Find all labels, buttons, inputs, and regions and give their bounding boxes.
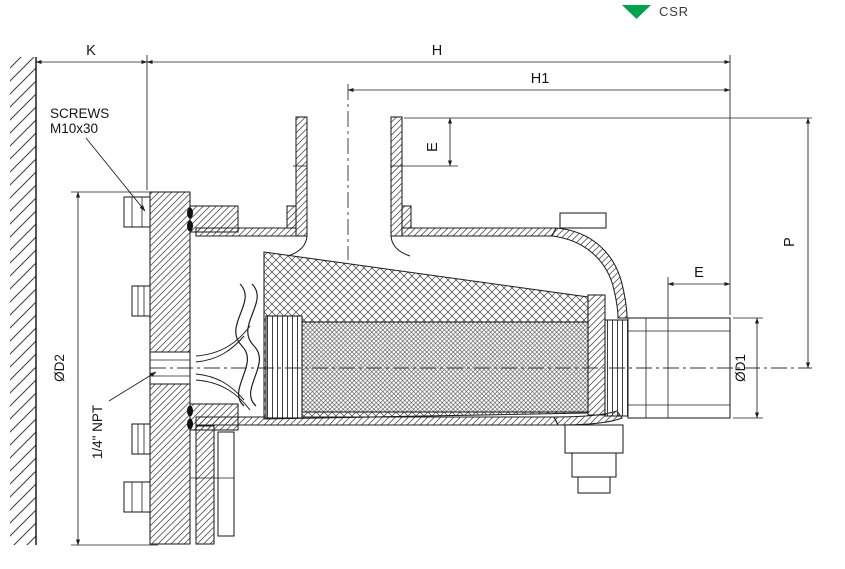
drain-boss	[564, 424, 624, 494]
centerlines	[150, 84, 812, 369]
dim-p-label: P	[782, 237, 798, 247]
screws-annotation-line1: SCREWS	[50, 106, 109, 121]
screws-annotation-line2: M10x30	[50, 121, 98, 136]
dim-h1-label: H1	[531, 71, 550, 87]
flange-bolt-lower	[131, 423, 151, 455]
dim-d1-label: ØD1	[733, 354, 748, 382]
csr-logo-text: CSR	[659, 4, 689, 19]
dim-e-right-label: E	[694, 265, 704, 281]
labels: K H H1 E E P ØD2 ØD1 SCREWS M10x30 1/4" …	[50, 43, 798, 459]
body-shell	[195, 212, 628, 494]
lower-clamp-stack	[190, 425, 235, 545]
dim-d2-label: ØD2	[52, 354, 67, 382]
dim-h-label: H	[432, 43, 442, 59]
dim-k-label: K	[86, 43, 96, 59]
screws-leader	[85, 137, 146, 212]
npt-leader	[108, 371, 157, 402]
core-tube	[265, 315, 589, 419]
flange-screw-top	[123, 196, 151, 228]
spring-element	[235, 283, 260, 407]
inlet-port	[286, 116, 412, 257]
leader-lines	[85, 137, 157, 402]
flange-bolt-upper	[131, 285, 151, 317]
flange-screw-bottom	[123, 481, 151, 513]
dim-e-top-label: E	[425, 142, 441, 152]
csr-triangle-icon	[622, 5, 651, 19]
dimension-lines	[35, 55, 812, 546]
seal-orings	[187, 207, 193, 430]
inlet-diffuser-horn	[195, 325, 251, 411]
csr-logo: CSR	[622, 4, 689, 19]
mounting-wall	[10, 57, 37, 545]
npt-annotation: 1/4" NPT	[90, 405, 105, 459]
